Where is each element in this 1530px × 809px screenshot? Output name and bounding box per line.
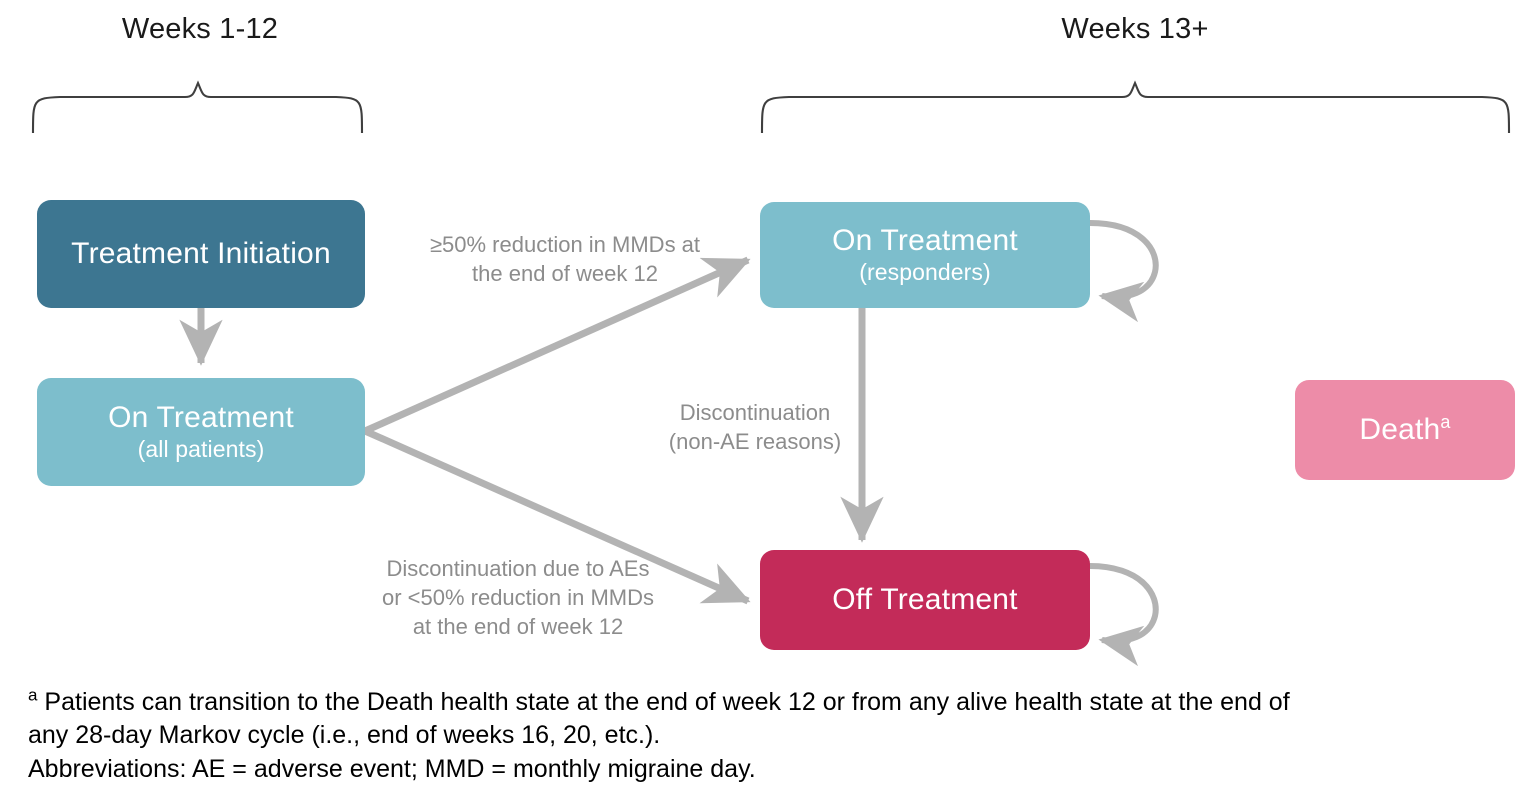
footnote-line-1: a Patients can transition to the Death h… (28, 686, 1508, 719)
phase-label-weeks-1-12: Weeks 1-12 (121, 13, 279, 45)
state-on-treatment-responders[interactable]: On Treatment (responders) (760, 202, 1090, 308)
state-on-treatment-all-patients[interactable]: On Treatment (all patients) (37, 378, 365, 486)
brace-weeks-1-12 (31, 80, 364, 134)
edge-label-discontinuation-non-ae: Discontinuation (non-AE reasons) (668, 400, 842, 455)
edge-self-loop-responders (1089, 220, 1159, 323)
state-title-text: Death (1359, 413, 1441, 447)
state-title: Off Treatment (832, 583, 1018, 617)
state-title: Treatment Initiation (71, 237, 331, 271)
state-title: On Treatment (832, 223, 1018, 257)
brace-weeks-13-plus (760, 80, 1511, 134)
edge-label-discontinuation-ae: Discontinuation due to AEs or <50% reduc… (381, 556, 655, 640)
edge-label-responder-transition: ≥50% reduction in MMDs at the end of wee… (429, 232, 701, 287)
state-off-treatment[interactable]: Off Treatment (760, 550, 1090, 650)
state-title: On Treatment (108, 400, 294, 434)
footnote-block: a Patients can transition to the Death h… (28, 686, 1508, 786)
state-title: Deatha (1359, 413, 1450, 447)
state-subtitle: (responders) (859, 259, 991, 286)
state-title-footnote-marker: a (1440, 412, 1451, 433)
footnote-line-2: any 28-day Markov cycle (i.e., end of we… (28, 721, 661, 750)
phase-label-weeks-13-plus: Weeks 13+ (1061, 13, 1209, 45)
footnote-line-1-text: Patients can transition to the Death hea… (37, 688, 1290, 716)
state-death[interactable]: Deatha (1295, 380, 1515, 480)
footnote-line-3: Abbreviations: AE = adverse event; MMD =… (28, 754, 756, 783)
state-treatment-initiation[interactable]: Treatment Initiation (37, 200, 365, 308)
state-subtitle: (all patients) (137, 436, 265, 463)
edge-self-loop-off-treatment (1089, 563, 1159, 667)
footnote-marker: a (28, 685, 38, 705)
